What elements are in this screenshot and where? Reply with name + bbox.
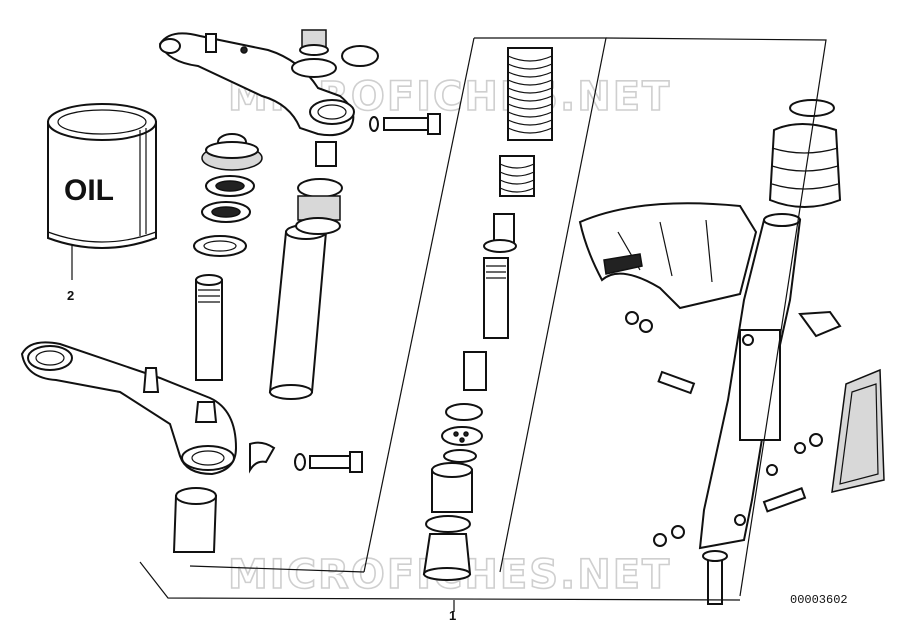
damper-head [295,141,343,235]
lower-clamp-bolt [249,441,363,474]
fork-slider [698,213,842,550]
bearing-stack [193,133,263,257]
fork-tube-lower-stub [172,487,218,553]
callout-1: 1 [449,608,456,623]
fork-boot [768,99,842,208]
fender [578,202,758,310]
damper-rod [463,213,517,391]
drawing-number: 00003602 [790,593,848,607]
upper-clamp-bolt [369,113,441,135]
oil-can: OIL [47,103,157,280]
lower-fork-bridge [20,341,238,476]
callout-2: 2 [67,288,74,303]
fork-tube-upper [268,224,328,400]
steering-stem [195,274,223,381]
leader-lines [139,37,827,612]
slider-hardware [625,311,823,605]
oil-can-label: OIL [64,174,114,207]
reflector [831,368,885,493]
damper-valve-stack [422,403,483,581]
fork-spring [499,47,553,197]
upper-fork-bridge [158,32,355,137]
cap-nut [291,29,379,78]
